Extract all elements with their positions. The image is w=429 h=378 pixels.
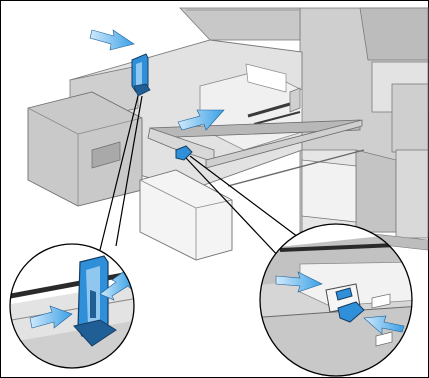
paper-guide-icon bbox=[132, 54, 150, 96]
